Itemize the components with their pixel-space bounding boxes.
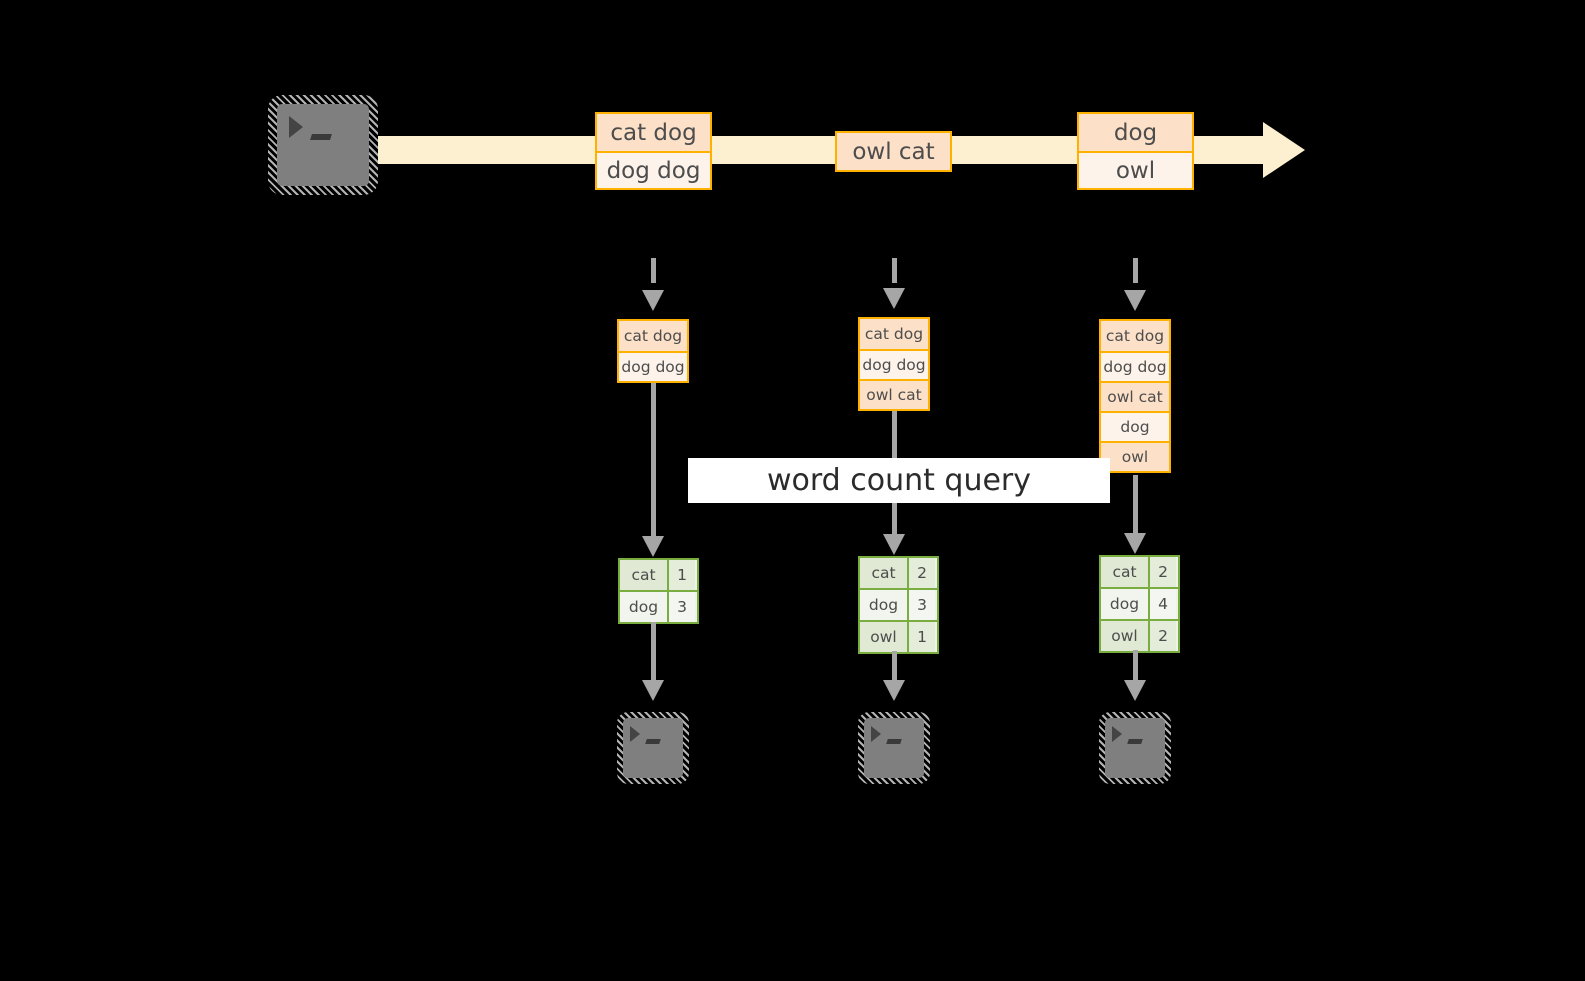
batch-1-sink-line [651,622,656,682]
batch-2-result-table[interactable]: cat 2 dog 3 owl 1 [858,556,939,654]
stream-event-line: dog dog [597,151,710,188]
result-row: dog 3 [860,588,937,620]
stream-event-2[interactable]: owl cat [835,131,952,172]
batch-input-row: owl cat [860,379,928,409]
input-stream-arrowhead [1263,122,1305,178]
result-word-cell: cat [620,560,667,590]
stream-event-line: dog [1079,114,1192,151]
result-count-cell: 3 [907,590,935,620]
result-word-cell: cat [1101,557,1148,587]
batch-input-row: cat dog [1101,321,1169,351]
batch-input-row: dog dog [619,351,687,381]
result-count-cell: 2 [1148,621,1176,651]
stream-event-1[interactable]: cat dog dog dog [595,112,712,190]
result-count-cell: 1 [667,560,695,590]
batch-1-ingest-line [651,258,656,283]
terminal-prompt-icon [1112,726,1122,742]
batch-2-input-table[interactable]: cat dog dog dog owl cat [858,317,930,411]
result-row: owl 1 [860,620,937,652]
result-row: dog 3 [620,590,697,622]
result-count-cell: 2 [1148,557,1176,587]
batch-3-output-terminal[interactable] [1099,712,1171,784]
batch-input-row: cat dog [860,319,928,349]
stream-event-line: owl [1079,151,1192,188]
batch-3-sink-line [1133,650,1138,683]
stream-event-line: owl cat [837,133,950,170]
terminal-cursor-icon [310,134,332,140]
batch-3-result-table[interactable]: cat 2 dog 4 owl 2 [1099,555,1180,653]
batch-input-row: owl [1101,441,1169,471]
batch-2-sink-arrowhead [883,680,905,701]
result-word-cell: cat [860,558,907,588]
batch-3-query-line [1133,475,1138,535]
query-label: word count query [766,463,1032,498]
batch-input-row: dog dog [1101,351,1169,381]
input-terminal[interactable] [268,95,378,195]
result-word-cell: dog [860,590,907,620]
batch-input-row: dog dog [860,349,928,379]
batch-input-row: dog [1101,411,1169,441]
batch-2-output-terminal[interactable] [858,712,930,784]
terminal-cursor-icon [1127,739,1143,744]
batch-1-sink-arrowhead [642,680,664,701]
result-count-cell: 2 [907,558,935,588]
batch-2-ingest-arrowhead [883,288,905,309]
batch-2-query-arrowhead [883,534,905,555]
terminal-prompt-icon [630,726,640,742]
terminal-cursor-icon [645,739,661,744]
result-row: dog 4 [1101,587,1178,619]
result-word-cell: owl [1101,621,1148,651]
stream-event-3[interactable]: dog owl [1077,112,1194,190]
batch-1-query-line [651,383,656,538]
batch-input-row: owl cat [1101,381,1169,411]
result-count-cell: 3 [667,592,695,622]
batch-3-query-arrowhead [1124,533,1146,554]
batch-1-query-arrowhead [642,536,664,557]
batch-2-ingest-line [892,258,897,283]
batch-2-sink-line [892,651,897,683]
batch-1-input-table[interactable]: cat dog dog dog [617,319,689,383]
batch-3-ingest-line [1133,258,1138,283]
result-row: cat 2 [860,558,937,588]
batch-3-ingest-arrowhead [1124,290,1146,311]
result-row: cat 1 [620,560,697,590]
terminal-prompt-icon [289,116,303,138]
batch-1-ingest-arrowhead [642,290,664,311]
batch-3-sink-arrowhead [1124,680,1146,701]
batch-input-row: cat dog [619,321,687,351]
batch-1-result-table[interactable]: cat 1 dog 3 [618,558,699,624]
terminal-prompt-icon [871,726,881,742]
terminal-cursor-icon [886,739,902,744]
result-count-cell: 1 [907,622,935,652]
batch-3-input-table[interactable]: cat dog dog dog owl cat dog owl [1099,319,1171,473]
result-word-cell: owl [860,622,907,652]
result-row: owl 2 [1101,619,1178,651]
result-row: cat 2 [1101,557,1178,587]
stream-event-line: cat dog [597,114,710,151]
result-word-cell: dog [620,592,667,622]
query-label-band [688,458,1110,503]
batch-1-output-terminal[interactable] [617,712,689,784]
result-count-cell: 4 [1148,589,1176,619]
result-word-cell: dog [1101,589,1148,619]
